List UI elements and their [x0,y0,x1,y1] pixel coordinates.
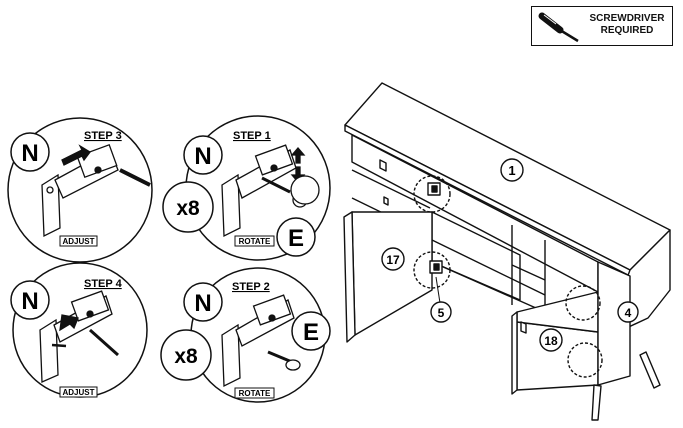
step-2-fastener-e: E [303,319,319,346]
part-label-17: 17 [386,253,400,267]
step-2-part-n: N [194,290,211,317]
part-label-5: 5 [438,306,445,320]
part-label-1: 1 [508,163,515,178]
step-2-quantity: x8 [174,345,198,368]
notice-line-1: SCREWDRIVER [589,13,665,24]
step-3-title: STEP 3 [84,130,122,142]
step-3-part-n: N [21,140,38,167]
step-4-action: ADJUST [62,388,94,397]
detail-step-4: N STEP 4 ADJUST [10,262,148,398]
step-3-action: ADJUST [62,237,94,246]
step-1-title: STEP 1 [233,130,271,142]
left-door [351,211,433,336]
step-2-action: ROTATE [239,389,271,398]
step-2-title: STEP 2 [232,281,270,293]
detail-step-1: N x8 E STEP 1 ROTATE [162,115,331,261]
screwdriver-icon [538,12,579,43]
part-labels: 1 17 5 18 4 [381,158,639,352]
step-1-quantity: x8 [176,197,200,220]
part-label-18: 18 [544,334,558,348]
cabinet-drawing [343,82,671,421]
detail-step-2: N x8 E STEP 2 ROTATE [160,267,331,403]
step-1-action: ROTATE [239,237,271,246]
notice-text: SCREWDRIVER REQUIRED [584,13,670,37]
detail-step-3: N STEP 3 ADJUST [7,117,153,263]
step-1-part-n: N [194,143,211,170]
part-label-4: 4 [625,306,632,320]
screwdriver-required-notice: SCREWDRIVER REQUIRED [531,6,673,46]
step-1-fastener-e: E [288,225,304,252]
step-4-title: STEP 4 [84,278,123,290]
step-4-part-n: N [21,288,38,315]
notice-line-2: REQUIRED [600,25,654,36]
